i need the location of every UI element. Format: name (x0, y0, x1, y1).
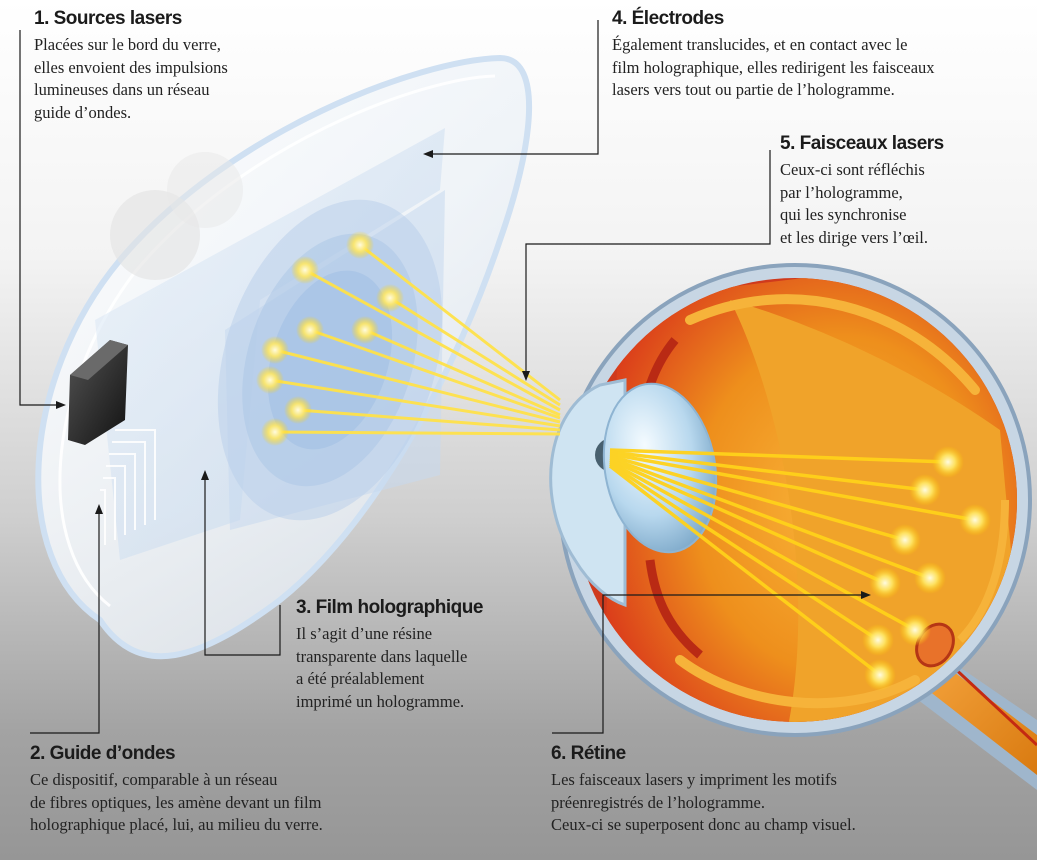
callout-faisceaux-lasers: 5. Faisceaux lasers Ceux-ci sont réfléch… (780, 133, 1020, 249)
callout-text: Ce dispositif, comparable à un réseau de… (30, 770, 323, 834)
leader-lines (19, 20, 871, 734)
callout-sources-lasers: 1. Sources lasers Placées sur le bord du… (34, 8, 274, 124)
callout-title: 2. Guide d’ondes (30, 743, 176, 764)
callout-title: 6. Rétine (551, 743, 626, 764)
laser-beams-eye (608, 448, 976, 677)
leader-line-film (204, 478, 281, 656)
callout-title: 1. Sources lasers (34, 8, 182, 29)
leader-line-faisceaux (525, 150, 771, 372)
callout-text: Également translucides, et en contact av… (612, 35, 935, 99)
callout-title: 4. Électrodes (612, 8, 724, 29)
callout-text: Les faisceaux lasers y impriment les mot… (551, 770, 856, 834)
callout-electrodes: 4. Électrodes Également translucides, et… (612, 8, 1012, 102)
leader-line-guide (30, 512, 100, 734)
callout-film-holographique: 3. Film holographique Il s’agit d’une ré… (296, 597, 536, 713)
callout-retine: 6. Rétine Les faisceaux lasers y imprime… (551, 743, 931, 837)
waveguide (100, 429, 156, 545)
laser-source-chip (68, 340, 128, 445)
callout-title: 3. Film holographique (296, 597, 483, 618)
leader-line-electrodes (432, 20, 599, 155)
leader-line-sources (19, 30, 58, 406)
callout-text: Il s’agit d’une résine transparente dans… (296, 624, 468, 711)
laser-glow-points (256, 231, 991, 691)
callout-text: Placées sur le bord du verre, elles envo… (34, 35, 228, 122)
callout-title: 5. Faisceaux lasers (780, 133, 944, 154)
callout-text: Ceux-ci sont réfléchis par l’hologramme,… (780, 160, 929, 247)
leader-line-retine (552, 594, 862, 734)
callout-guide-ondes: 2. Guide d’ondes Ce dispositif, comparab… (30, 743, 410, 837)
